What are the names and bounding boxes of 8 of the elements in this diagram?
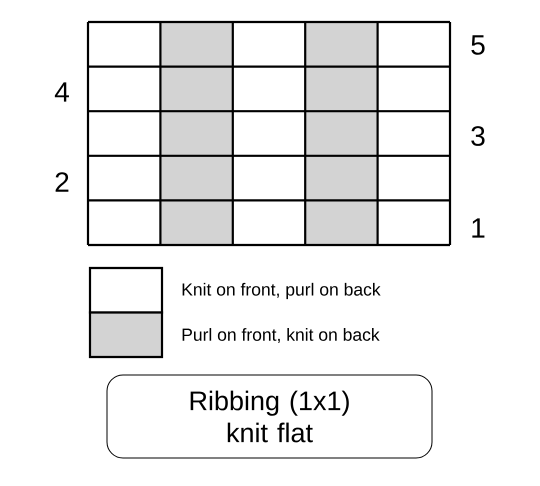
title-box: Ribbing (1x1) knit flat — [106, 374, 432, 458]
row-number: 3 — [471, 126, 485, 146]
legend-text: Knit on front, purl on back — [182, 282, 381, 300]
row-number: 2 — [56, 172, 68, 192]
row-number: 5 — [471, 35, 485, 55]
legend-text: Purl on front, knit on back — [182, 328, 380, 343]
row-number: 4 — [54, 82, 69, 102]
row-number: 1 — [472, 218, 484, 238]
